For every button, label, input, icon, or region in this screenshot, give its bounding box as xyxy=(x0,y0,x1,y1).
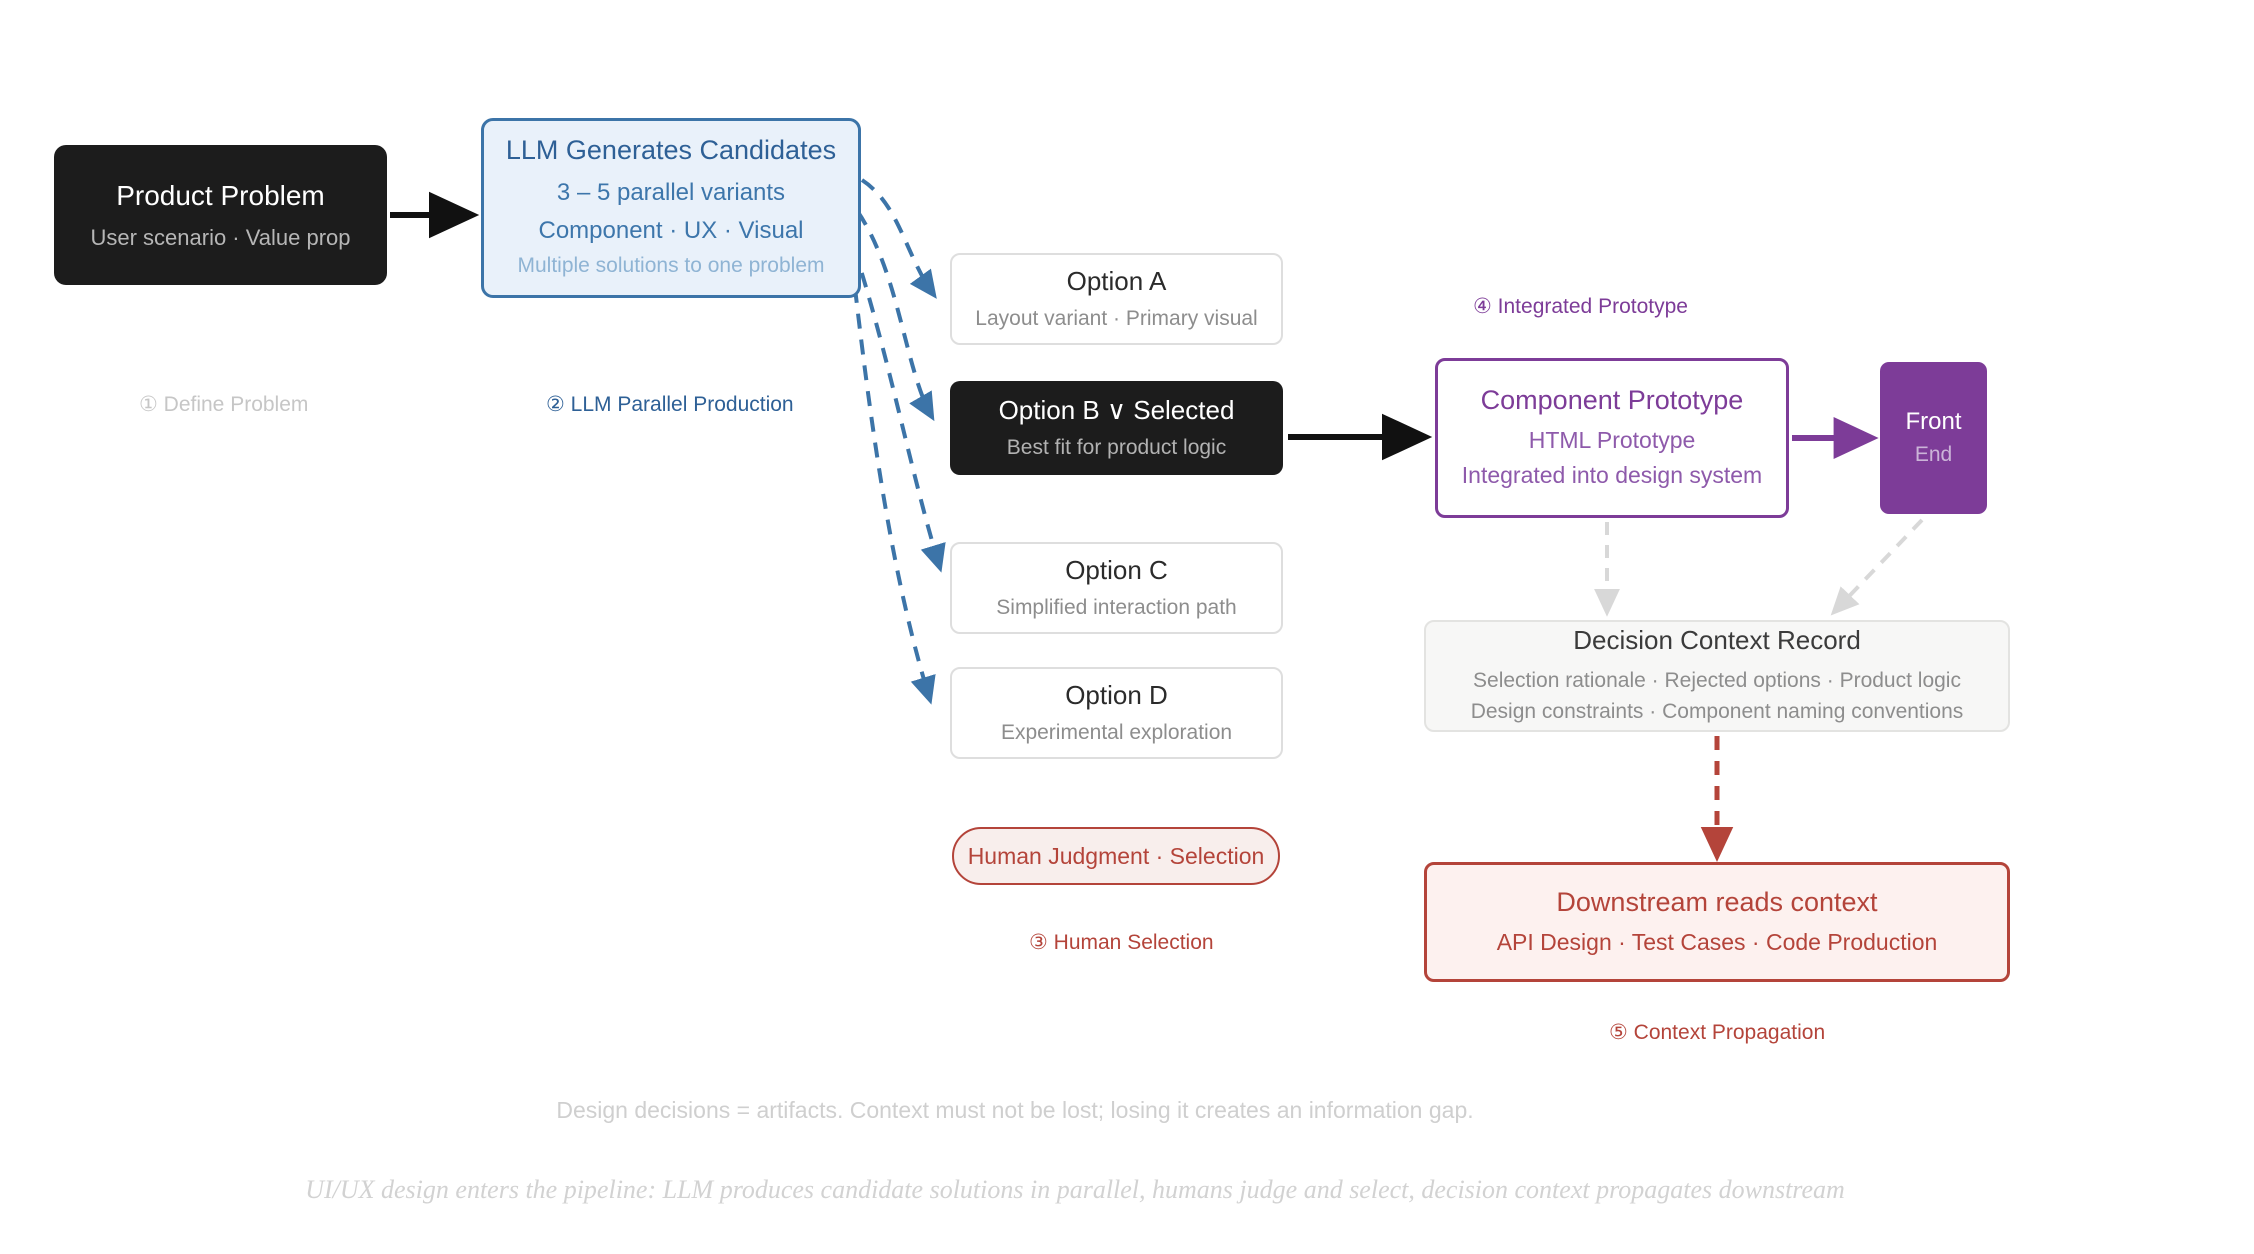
edge-llm-to-option-b xyxy=(856,210,935,422)
node-option-d[interactable]: Option D Experimental exploration xyxy=(950,667,1283,759)
node-title: Product Problem xyxy=(116,179,325,211)
node-option-c[interactable]: Option C Simplified interaction path xyxy=(950,542,1283,634)
node-title: Front xyxy=(1905,407,1962,435)
stage-label-integrated-prototype: ④ Integrated Prototype xyxy=(1473,295,1688,318)
node-subtitle: Experimental exploration xyxy=(1000,720,1233,744)
node-subtitle: Layout variant · Primary visual xyxy=(975,306,1258,330)
edge-llm-to-option-d xyxy=(850,261,936,705)
node-title: LLM Generates Candidates xyxy=(505,134,837,165)
edge-llm-to-option-c xyxy=(852,247,946,573)
node-front-end[interactable]: Front End xyxy=(1880,362,1987,514)
node-decision-context-record[interactable]: Decision Context Record Selection ration… xyxy=(1424,620,2010,732)
node-line-3: Design constraints · Component naming co… xyxy=(1470,700,1964,724)
node-title: Downstream reads context xyxy=(1556,887,1878,918)
node-option-a[interactable]: Option A Layout variant · Primary visual xyxy=(950,253,1283,345)
node-line-3: Integrated into design system xyxy=(1461,461,1763,488)
node-subtitle: User scenario · Value prop xyxy=(90,224,351,250)
node-subtitle: End xyxy=(1914,442,1953,466)
node-human-judgment-selection[interactable]: Human Judgment · Selection xyxy=(952,827,1280,885)
footnote-primary: Design decisions = artifacts. Context mu… xyxy=(556,1097,1474,1123)
stage-label-llm-parallel-production: ② LLM Parallel Production xyxy=(546,393,794,416)
node-line-2: 3 – 5 parallel variants xyxy=(556,179,786,207)
edge-frontend-to-record xyxy=(1830,518,1924,616)
node-subtitle: API Design · Test Cases · Code Productio… xyxy=(1496,928,1938,955)
edge-llm-to-option-a xyxy=(860,178,937,299)
node-title: Option A xyxy=(1066,266,1167,297)
node-subtitle: Best fit for product logic xyxy=(1006,435,1227,459)
stage-label-human-selection: ③ Human Selection xyxy=(1029,931,1214,954)
node-line-2: HTML Prototype xyxy=(1528,427,1696,454)
node-downstream-reads-context[interactable]: Downstream reads context API Design · Te… xyxy=(1424,862,2010,982)
node-line-4: Multiple solutions to one problem xyxy=(517,253,825,277)
node-title: Decision Context Record xyxy=(1573,625,1861,656)
stage-label-context-propagation: ⑤ Context Propagation xyxy=(1609,1021,1826,1044)
node-product-problem[interactable]: Product Problem User scenario · Value pr… xyxy=(54,145,387,285)
node-title: Option C xyxy=(1065,555,1168,586)
node-option-b-selected[interactable]: Option B ∨ Selected Best fit for product… xyxy=(950,381,1283,475)
node-title: Option D xyxy=(1065,680,1168,711)
node-title: Option B ∨ Selected xyxy=(998,395,1235,426)
node-title: Human Judgment · Selection xyxy=(967,842,1265,869)
node-llm-generates-candidates[interactable]: LLM Generates Candidates 3 – 5 parallel … xyxy=(481,118,861,298)
node-subtitle: Simplified interaction path xyxy=(996,595,1237,619)
node-title: Component Prototype xyxy=(1480,384,1744,415)
stage-label-define-problem: ① Define Problem xyxy=(139,393,309,416)
node-line-3: Component · UX · Visual xyxy=(538,216,804,244)
node-component-prototype[interactable]: Component Prototype HTML Prototype Integ… xyxy=(1435,358,1789,518)
node-line-2: Selection rationale · Rejected options ·… xyxy=(1473,668,1961,692)
footnote-caption: UI/UX design enters the pipeline: LLM pr… xyxy=(305,1175,1845,1204)
